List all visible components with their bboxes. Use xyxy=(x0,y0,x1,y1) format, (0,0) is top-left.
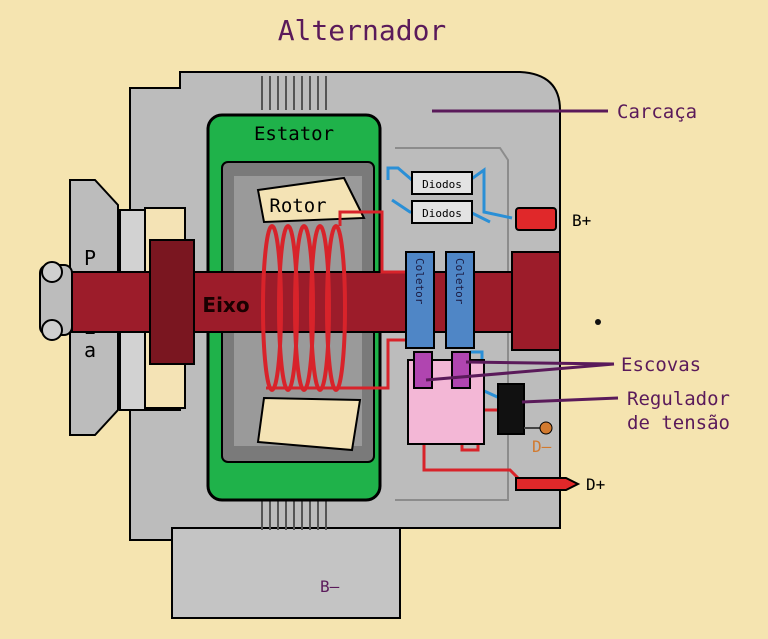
collector-1 xyxy=(405,251,435,349)
brush-assembly: Coletor Coletor xyxy=(405,251,485,445)
label-collector-2: Coletor xyxy=(453,258,466,305)
label-diode-2: Diodos xyxy=(422,207,462,220)
label-diode-1: Diodos xyxy=(422,178,462,191)
regulator-body xyxy=(497,383,525,435)
callout-regulador-line2: de tensão xyxy=(627,412,730,434)
label-d-plus: D+ xyxy=(586,475,605,494)
rear-bearing-block xyxy=(511,251,561,351)
brush-1 xyxy=(413,351,433,389)
callout-escovas: Escovas xyxy=(621,354,701,376)
rotor-coil xyxy=(261,224,347,392)
label-b-minus: B– xyxy=(320,577,340,596)
leader-regulador xyxy=(521,396,619,404)
callout-carcaca: Carcaça xyxy=(617,101,697,123)
diagram-title: Alternador xyxy=(278,14,447,47)
label-collector-1: Coletor xyxy=(413,258,426,305)
label-eixo: Eixo xyxy=(202,293,249,317)
callout-regulador-line1: Regulador xyxy=(627,388,730,410)
brush-2 xyxy=(451,351,471,389)
terminal-d-plus: D+ xyxy=(515,475,605,494)
shaft-collar xyxy=(149,239,195,365)
label-estator: Estator xyxy=(254,123,334,145)
leader-escovas-2 xyxy=(465,360,615,366)
callouts: Carcaça Escovas Regulador de tensão xyxy=(425,101,730,434)
label-b-plus: B+ xyxy=(572,211,591,230)
rotor-pole-top xyxy=(256,176,366,224)
shaft-bar xyxy=(71,271,513,333)
diode-box-1 xyxy=(411,171,473,195)
leader-escovas-1 xyxy=(425,362,615,382)
housing-bottom-foot xyxy=(171,527,401,619)
voltage-regulator: D– xyxy=(497,383,553,456)
rotor-pole-bottom xyxy=(256,396,362,452)
collector-2 xyxy=(445,251,475,349)
terminal-b-plus: B+ xyxy=(515,207,591,231)
wire-field-top xyxy=(338,210,412,274)
cooling-fins-bottom xyxy=(261,500,327,530)
terminal-b-plus-body xyxy=(515,207,557,231)
cooling-fins-top xyxy=(261,76,327,110)
wire-field-bottom xyxy=(266,338,412,390)
pulley-nut-top xyxy=(41,261,63,283)
marker-dot xyxy=(595,319,601,325)
pulley-nut-bottom xyxy=(41,319,63,341)
stator-header xyxy=(220,118,370,148)
label-d-minus: D– xyxy=(532,437,552,456)
shaft: Eixo xyxy=(71,239,513,365)
diodes: Diodos Diodos xyxy=(411,171,473,224)
terminal-d-minus-dot xyxy=(539,421,553,435)
label-rotor: Rotor xyxy=(269,195,326,217)
diode-box-2 xyxy=(411,200,473,224)
terminal-d-plus-connector xyxy=(515,477,581,491)
housing-inner-frame xyxy=(395,147,509,501)
